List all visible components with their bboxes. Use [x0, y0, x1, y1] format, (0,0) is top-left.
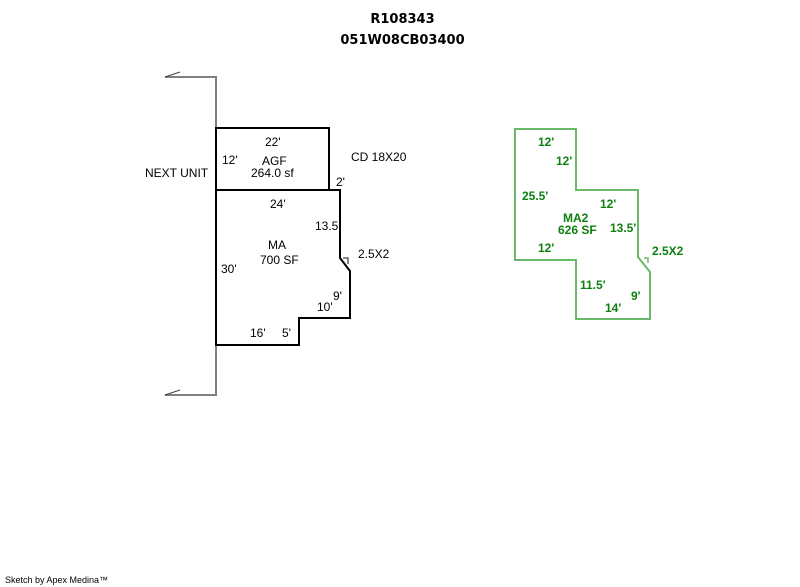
ma2-dim-right-upper: 13.5' — [610, 221, 636, 235]
ma2-name: MA2 — [563, 211, 589, 225]
ma2-corner-note: 2.5X2 — [652, 244, 684, 258]
ma2-dim-right-lower: 9' — [631, 289, 641, 303]
ma-dim-bottom-right: 10' — [317, 300, 333, 314]
ma-corner-note: 2.5X2 — [358, 247, 390, 261]
ma2-area-outline[interactable] — [514, 128, 651, 320]
map-tax-lot: 051W08CB03400 — [340, 33, 465, 48]
ma-dim-left: 30' — [221, 262, 237, 276]
ma2-dim-left-bottom: 12' — [538, 241, 554, 255]
ma2-dim-left: 25.5' — [522, 189, 548, 203]
ma2-dim-top: 12' — [538, 135, 554, 149]
ma-dim-right-lower: 9' — [333, 289, 342, 303]
ma2-dim-upper-right: 12' — [556, 154, 572, 168]
break-mark-bottom — [164, 389, 181, 396]
ma-dim-top: 24' — [270, 197, 286, 211]
sketch-credit: Sketch by Apex Medina™ — [5, 575, 109, 585]
break-mark-top — [164, 71, 181, 78]
ma2-dim-bottom: 14' — [605, 301, 621, 315]
ma-area: 700 SF — [260, 253, 299, 267]
next-unit-label: NEXT UNIT — [145, 166, 209, 180]
ma2-area: 626 SF — [558, 223, 597, 237]
ma2-corner-marker — [644, 257, 649, 263]
agf-area: 264.0 sf — [251, 166, 294, 180]
ma-dim-right-upper: 13.5' — [315, 219, 341, 233]
account-id: R108343 — [370, 12, 435, 27]
ma-dim-bottom: 16' — [250, 326, 266, 340]
ma2-dim-mid-top: 12' — [600, 197, 616, 211]
ma-dim-step: 5' — [282, 326, 291, 340]
adjacent-unit-boundary — [164, 71, 217, 396]
agf-dim-top: 22' — [265, 135, 281, 149]
ma-area-outline[interactable] — [215, 189, 351, 346]
corner-marker — [343, 257, 349, 264]
agf-dim-right: 2' — [336, 175, 345, 189]
ma-name: MA — [268, 238, 286, 252]
cd-label: CD 18X20 — [351, 150, 407, 164]
ma2-dim-lower-left: 11.5' — [580, 278, 606, 292]
adjacent-boundary-bottom — [165, 345, 217, 396]
adjacent-boundary-top — [165, 76, 217, 128]
agf-name: AGF — [262, 154, 287, 168]
agf-dim-left: 12' — [222, 153, 238, 167]
